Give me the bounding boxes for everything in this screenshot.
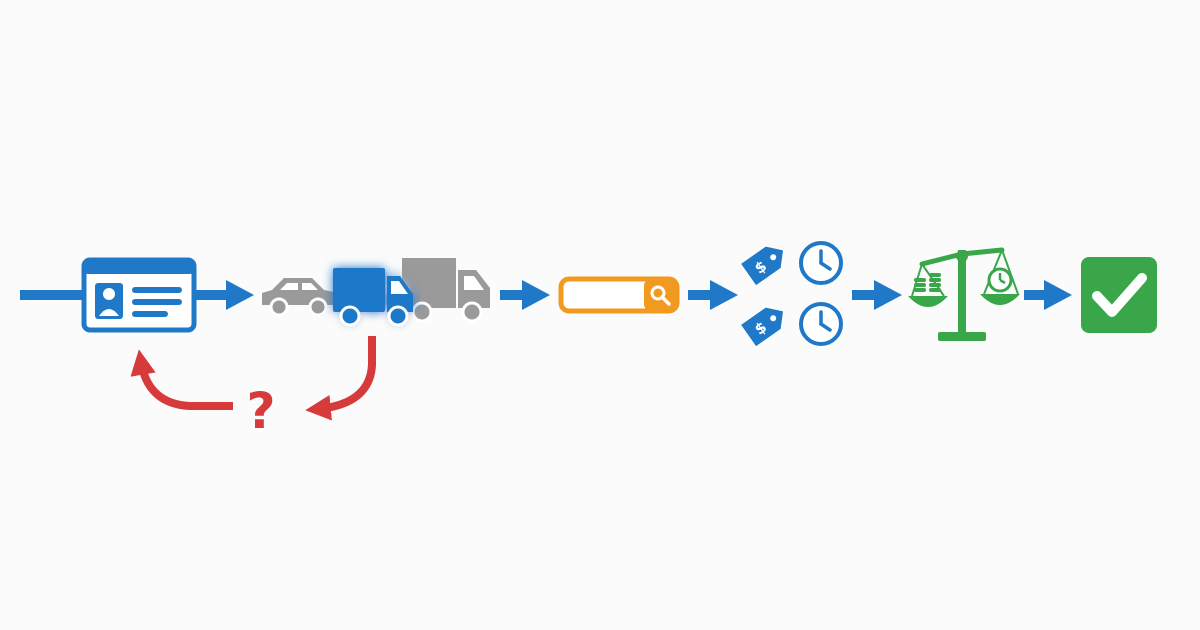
price-tag-icon: $ [741,307,784,347]
flow-arrow-2 [500,280,550,310]
flow-arrow-1 [194,280,254,310]
checkmark-icon [1081,257,1157,333]
semi-truck-icon [402,258,490,323]
clock-icon [799,302,843,346]
balance-scale-icon [908,247,1020,341]
loop-arrow-right [305,336,376,421]
box-truck-icon [333,268,413,327]
coin-stack-icon [914,273,941,292]
clock-icon [799,241,843,285]
feedback-loop: ? [130,336,376,440]
loop-arrow-left [130,349,233,410]
flow-arrow-5 [1024,280,1072,310]
price-tag-icon: $ [741,246,784,286]
search-bar-icon [558,276,680,314]
flow-arrow-4 [852,280,902,310]
flow-arrow-3 [688,280,738,310]
id-card-icon [81,257,197,333]
small-clock-icon [987,267,1013,293]
question-mark: ? [246,382,275,440]
car-icon [262,278,334,317]
flow-arrow-start [20,290,84,300]
